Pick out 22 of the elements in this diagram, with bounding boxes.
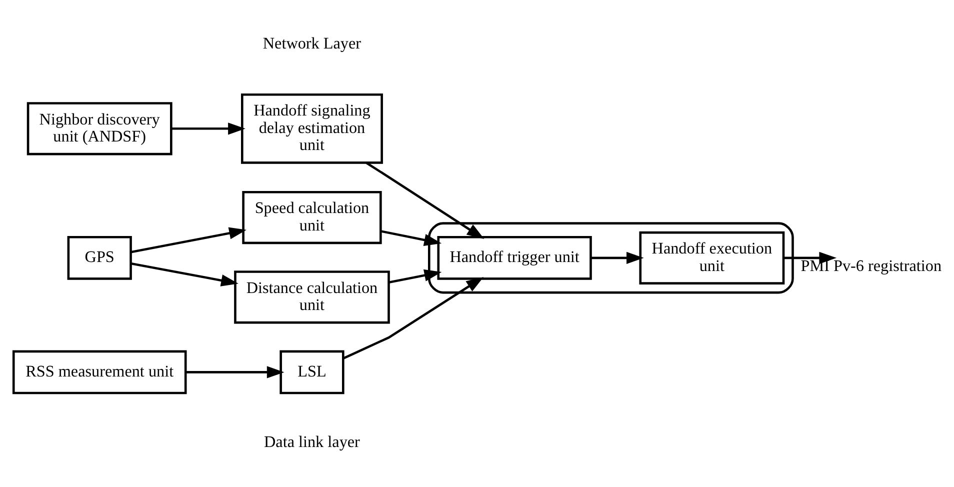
arrow (591, 252, 644, 264)
arrow (380, 230, 442, 246)
label: Data link layer (264, 434, 360, 451)
node-box: GPS (67, 236, 132, 280)
arrow (342, 276, 484, 360)
node-box: RSS measurement unit (12, 350, 187, 394)
arrow (130, 262, 238, 286)
arrow (388, 269, 442, 284)
node-box: Handoff trigger unit (437, 236, 592, 280)
arrow (784, 252, 837, 264)
node-box: Handoff execution unit (639, 231, 785, 284)
node-box: Nighbor discovery unit (ANDSF) (26, 102, 172, 156)
arrow (171, 122, 246, 135)
node-box: LSL (280, 350, 344, 394)
cluster (428, 222, 794, 294)
arrow (366, 162, 484, 240)
node-box: Distance calculation unit (234, 270, 390, 324)
arrow (130, 227, 246, 254)
label: Network Layer (262, 36, 362, 53)
arrow (186, 366, 284, 378)
node-box: Speed calculation unit (242, 190, 382, 244)
node-box: Handoff signaling delay estimation unit (241, 93, 383, 164)
